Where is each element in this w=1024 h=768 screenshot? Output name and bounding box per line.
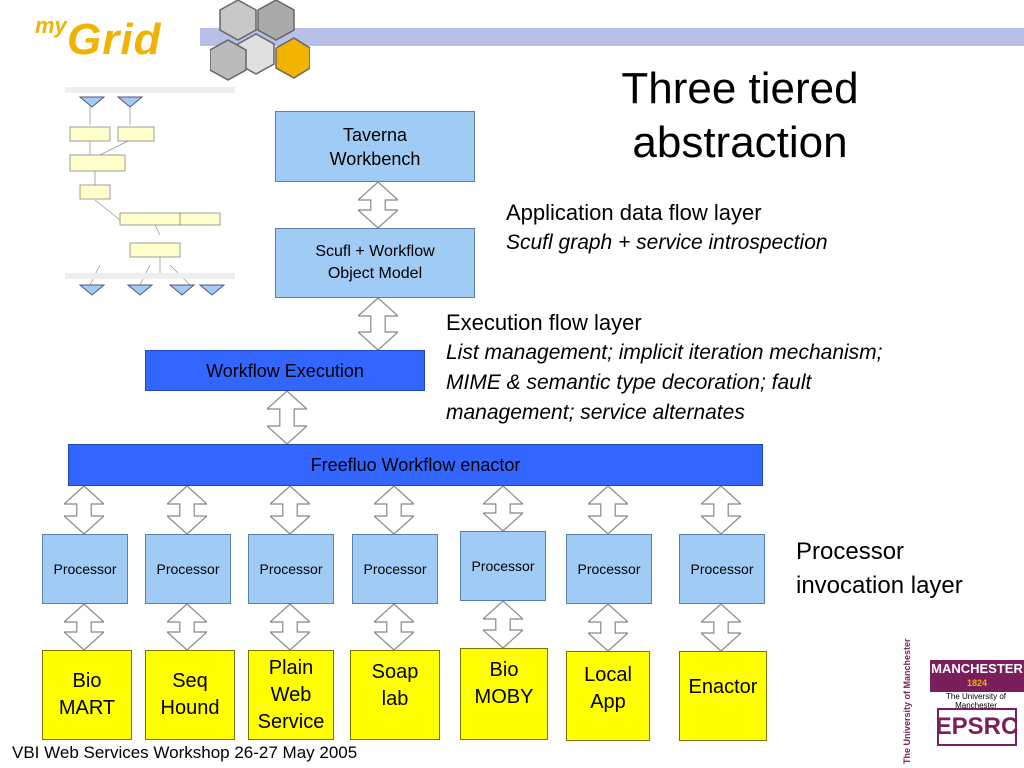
processor-label: Processor [53,561,117,577]
service-box-biomoby: Bio MOBY [460,648,548,740]
processor-box: Processor [352,534,438,604]
application-layer-title: Application data flow layer [506,200,762,225]
service-label: Enactor [688,676,758,698]
service-box-seqhound: Seq Hound [145,650,235,740]
double-arrow-icon [167,486,207,534]
service-label: Service [257,710,325,733]
university-vertical-logo: The University of Manchester [900,638,934,766]
processor-label: Processor [156,561,220,577]
double-arrow-icon [167,604,207,650]
service-box-enactor: Enactor [679,651,767,741]
double-arrow-icon [483,486,523,531]
processor-box: Processor [42,534,128,604]
scufl-object-model-box: Scufl + Workflow Object Model [275,228,475,298]
service-label: MOBY [474,686,534,708]
processor-layer-description: Processor invocation layer [796,535,963,603]
processor-box: Processor [145,534,231,604]
double-arrow-icon [64,604,104,650]
service-label: App [590,691,626,713]
double-arrow-icon [358,298,398,350]
manchester-logo-year: 1824 [966,678,988,688]
double-arrow-icon [374,604,414,650]
processor-box: Processor [566,534,652,604]
taverna-label-line-2: Workbench [329,148,421,169]
title-line-1: Three tiered [621,64,859,113]
processor-box: Processor [460,531,546,601]
application-layer-description: Application data flow layer Scufl graph … [506,198,828,258]
execution-layer-subtitle-1: List management; implicit iteration mech… [446,341,883,364]
double-arrow-icon [374,486,414,534]
service-label: Soap [371,661,419,683]
double-arrow-icon [358,182,398,228]
freefluo-enactor-box: Freefluo Workflow enactor [68,444,763,486]
double-arrow-icon [588,486,628,534]
scufl-label-line-2: Object Model [327,265,423,282]
freefluo-enactor-label: Freefluo Workflow enactor [310,455,521,475]
execution-layer-description: Execution flow layer List management; im… [446,308,883,428]
service-label: lab [381,688,409,710]
processor-box: Processor [679,534,765,604]
title-line-2: abstraction [632,118,848,167]
processor-label: Processor [577,561,641,577]
service-label: Plain [268,656,314,679]
service-label: MART [58,697,116,719]
service-label: Bio [489,659,519,681]
processor-label: Processor [363,561,427,577]
processor-box: Processor [248,534,334,604]
processor-label: Processor [471,558,535,574]
page-title: Three tiered abstraction [560,62,920,170]
taverna-workbench-box: Taverna Workbench [275,111,475,182]
footer-text: VBI Web Services Workshop 26-27 May 2005 [12,743,358,762]
service-label: Seq [172,670,208,692]
execution-layer-title: Execution flow layer [446,310,642,335]
manchester-logo: MANCHESTER 1824 [930,660,1024,692]
workflow-execution-label: Workflow Execution [206,360,364,381]
processor-layer-title-1: Processor [796,538,905,565]
processor-layer-title-2: invocation layer [796,572,963,599]
epsrc-logo-text: EPSRC [935,713,1019,740]
service-label: Web [270,683,312,706]
service-box-biomart: Bio MART [42,650,132,740]
taverna-label-line-1: Taverna [342,124,408,145]
application-layer-subtitle: Scufl graph + service introspection [506,231,828,254]
double-arrow-icon [267,391,307,444]
double-arrow-icon [64,486,104,534]
double-arrow-icon [588,604,628,651]
workflow-graph-thumbnail [60,85,240,300]
service-box-plain-web-service: Plain Web Service [248,650,334,740]
execution-layer-subtitle-3: management; service alternates [446,401,745,424]
execution-layer-subtitle-2: MIME & semantic type decoration; fault [446,371,812,394]
header-band [200,28,1024,46]
double-arrow-icon [270,486,310,534]
double-arrow-icon [701,604,741,651]
double-arrow-icon [270,604,310,650]
service-label: Bio [72,670,102,692]
processor-label: Processor [690,561,754,577]
processor-label: Processor [259,561,323,577]
service-label: Local [584,664,632,686]
double-arrow-icon [701,486,741,534]
service-box-local-app: Local App [566,651,650,741]
workflow-execution-box: Workflow Execution [145,350,425,391]
hexagon-logo-icon [210,0,310,81]
service-box-soaplab: Soap lab [350,650,440,740]
university-vertical-text: The University of Manchester [902,638,912,764]
manchester-logo-subtitle: The University of Manchester [945,692,1007,710]
manchester-logo-text: MANCHESTER [931,661,1023,676]
epsrc-logo: EPSRC [935,708,1019,746]
service-label: Hound [160,697,220,719]
logo-my-text: my [35,13,67,38]
scufl-label-line-1: Scufl + Workflow [315,243,435,260]
logo-grid-text: Grid [67,15,162,64]
double-arrow-icon [483,601,523,648]
